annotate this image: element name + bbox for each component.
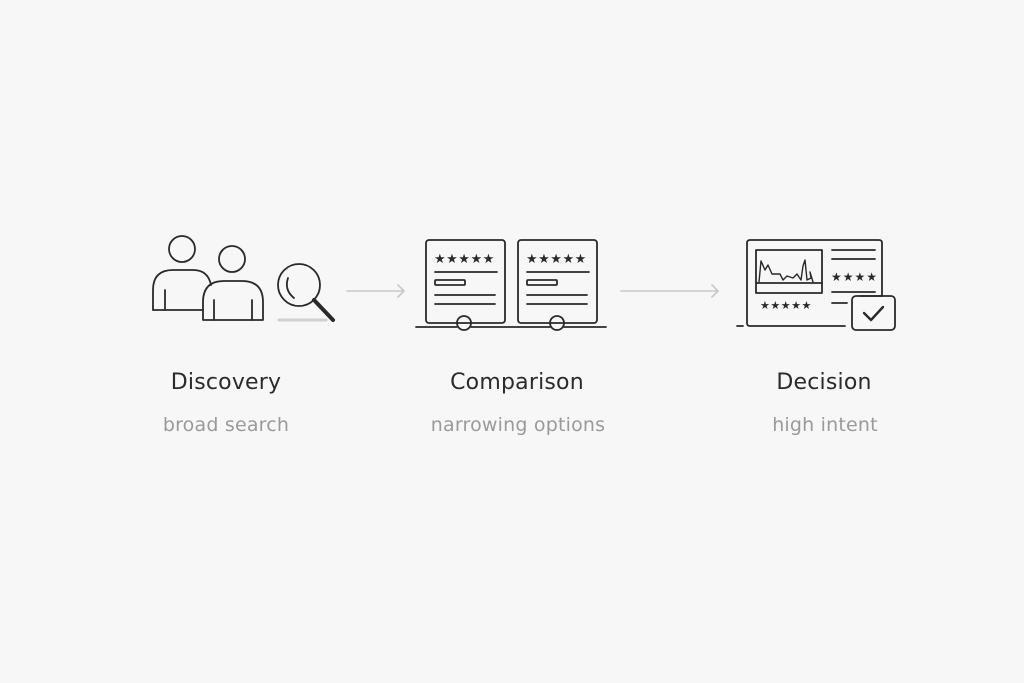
stage-title-comparison: Comparison: [450, 370, 584, 395]
arrow-right-icon: [620, 283, 722, 299]
product-page-check-icon: ★★★★ ★★★★★: [735, 236, 900, 336]
stage-title-discovery: Discovery: [170, 370, 282, 395]
people-search-icon: [148, 230, 343, 330]
stage-title-decision: Decision: [776, 370, 872, 395]
stage-subtitle-discovery: broad search: [162, 414, 290, 436]
arrow-right-icon: [346, 283, 408, 299]
stage-subtitle-comparison: narrowing options: [430, 414, 606, 436]
svg-text:★★★★★: ★★★★★: [526, 252, 587, 267]
stage-subtitle-decision: high intent: [772, 414, 878, 436]
product-cards-compare-icon: ★★★★★ ★★★★★: [413, 236, 609, 332]
svg-text:★★★★★: ★★★★★: [760, 299, 812, 312]
svg-text:★★★★: ★★★★: [831, 270, 878, 284]
svg-text:★★★★★: ★★★★★: [434, 252, 495, 267]
